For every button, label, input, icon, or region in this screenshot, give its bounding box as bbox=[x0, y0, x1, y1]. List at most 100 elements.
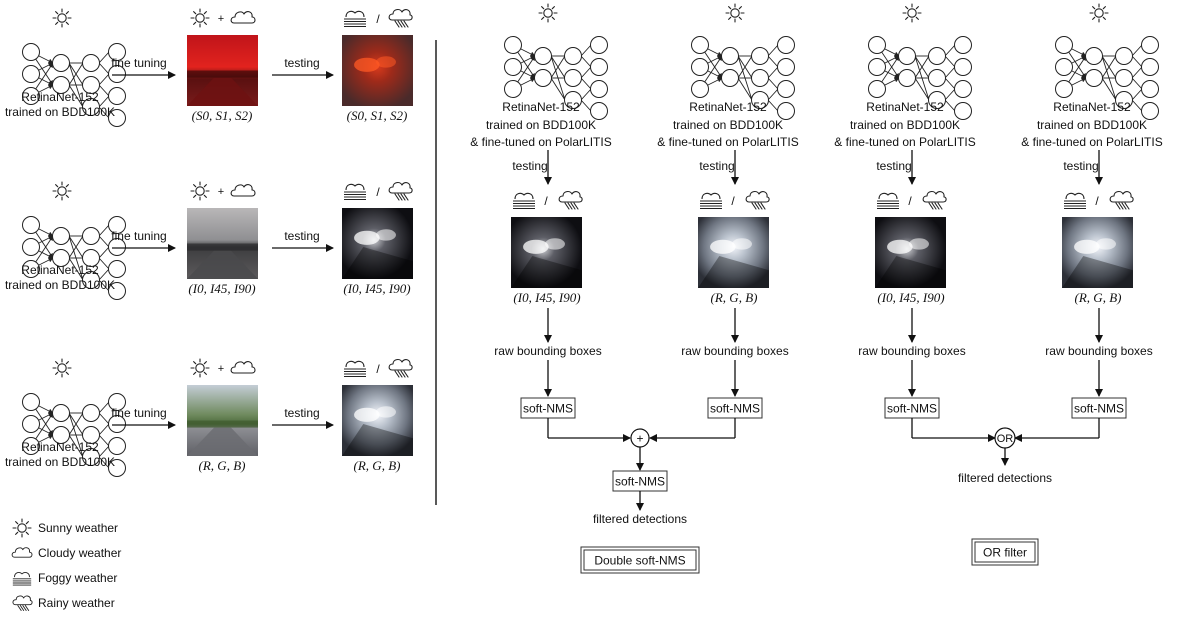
model-label: RetinaNet-152 bbox=[689, 100, 767, 114]
foggy-icon bbox=[1063, 192, 1087, 210]
foggy-icon bbox=[876, 192, 900, 210]
legend-label-foggy: Foggy weather bbox=[38, 571, 117, 585]
model-finetune-label: & fine-tuned on PolarLITIS bbox=[834, 135, 975, 149]
slash-sign: / bbox=[908, 194, 912, 208]
test-image bbox=[875, 217, 946, 288]
model-label: RetinaNet-152 bbox=[21, 90, 99, 104]
training-modality-caption: (I0, I45, I90) bbox=[188, 281, 255, 296]
sunny-icon bbox=[190, 358, 210, 378]
sunny-icon bbox=[190, 181, 210, 201]
testing-label: testing bbox=[512, 159, 547, 173]
legend-label-sunny: Sunny weather bbox=[38, 521, 118, 535]
test-image bbox=[342, 385, 413, 456]
rainy-icon bbox=[558, 190, 583, 210]
model-label: RetinaNet-152 bbox=[1053, 100, 1131, 114]
test-image bbox=[342, 208, 413, 279]
fine-tuning-label: fine tuning bbox=[111, 229, 166, 243]
or-symbol: OR bbox=[997, 433, 1014, 445]
test-image bbox=[511, 217, 582, 288]
final-soft-nms-box: soft-NMS bbox=[615, 475, 665, 489]
legend-label-cloudy: Cloudy weather bbox=[38, 546, 121, 560]
soft-nms-box: soft-NMS bbox=[887, 402, 937, 416]
model-training-label: trained on BDD100K bbox=[673, 118, 783, 132]
model-sub-label: trained on BDD100K bbox=[5, 455, 115, 469]
model-weather-sunny-icon bbox=[538, 3, 558, 23]
cloudy-legend-icon bbox=[11, 547, 33, 558]
legend-label-rainy: Rainy weather bbox=[38, 596, 115, 610]
plus-sign: + bbox=[218, 186, 224, 198]
testing-label: testing bbox=[284, 229, 319, 243]
model-finetune-label: & fine-tuned on PolarLITIS bbox=[657, 135, 798, 149]
rainy-icon bbox=[388, 8, 413, 28]
double-soft-nms-title: Double soft-NMS bbox=[594, 554, 685, 568]
test-image bbox=[1062, 217, 1133, 288]
slash-sign: / bbox=[731, 194, 735, 208]
foggy-icon bbox=[699, 192, 723, 210]
test-modality-caption: (R, G, B) bbox=[711, 290, 758, 305]
testing-label: testing bbox=[284, 406, 319, 420]
filtered-detections-label: filtered detections bbox=[593, 512, 687, 526]
model-training-label: trained on BDD100K bbox=[486, 118, 596, 132]
training-image bbox=[187, 385, 258, 456]
sunny-legend-icon bbox=[12, 518, 32, 538]
test-modality-caption: (I0, I45, I90) bbox=[343, 281, 410, 296]
test-modality-caption: (S0, S1, S2) bbox=[347, 108, 408, 123]
model-weather-sunny-icon bbox=[52, 358, 72, 378]
rainy-icon bbox=[388, 181, 413, 201]
sunny-icon bbox=[190, 8, 210, 28]
test-image bbox=[342, 35, 413, 106]
training-modality-caption: (R, G, B) bbox=[199, 458, 246, 473]
model-weather-sunny-icon bbox=[1089, 3, 1109, 23]
cloudy-icon bbox=[230, 360, 256, 374]
model-weather-sunny-icon bbox=[52, 181, 72, 201]
foggy-icon bbox=[343, 10, 367, 28]
model-sub-label: trained on BDD100K bbox=[5, 278, 115, 292]
raw-bounding-boxes-label: raw bounding boxes bbox=[494, 344, 601, 358]
raw-bounding-boxes-label: raw bounding boxes bbox=[858, 344, 965, 358]
training-modality-caption: (S0, S1, S2) bbox=[192, 108, 253, 123]
test-modality-caption: (R, G, B) bbox=[1075, 290, 1122, 305]
raw-bounding-boxes-label: raw bounding boxes bbox=[1045, 344, 1152, 358]
cloudy-icon bbox=[230, 10, 256, 24]
slash-sign: / bbox=[544, 194, 548, 208]
combine-symbol: + bbox=[636, 432, 643, 446]
rainy-legend-icon bbox=[12, 595, 33, 612]
or-filtered-detections-label: filtered detections bbox=[958, 471, 1052, 485]
double-soft-nms-title-outer-frame bbox=[580, 546, 700, 574]
model-sub-label: trained on BDD100K bbox=[5, 105, 115, 119]
model-weather-sunny-icon bbox=[52, 8, 72, 28]
model-training-label: trained on BDD100K bbox=[850, 118, 960, 132]
slash-sign: / bbox=[376, 185, 380, 199]
raw-bounding-boxes-label: raw bounding boxes bbox=[681, 344, 788, 358]
model-training-label: trained on BDD100K bbox=[1037, 118, 1147, 132]
double-soft-nms-title-frame bbox=[583, 549, 697, 571]
slash-sign: / bbox=[376, 362, 380, 376]
test-image bbox=[698, 217, 769, 288]
foggy-icon bbox=[343, 183, 367, 201]
or-filter-title-frame bbox=[974, 541, 1036, 563]
model-label: RetinaNet-152 bbox=[21, 263, 99, 277]
foggy-icon bbox=[343, 360, 367, 378]
slash-sign: / bbox=[1095, 194, 1099, 208]
soft-nms-box: soft-NMS bbox=[710, 402, 760, 416]
testing-label: testing bbox=[876, 159, 911, 173]
test-modality-caption: (I0, I45, I90) bbox=[877, 290, 944, 305]
fine-tuning-label: fine tuning bbox=[111, 56, 166, 70]
plus-sign: + bbox=[218, 363, 224, 375]
model-label: RetinaNet-152 bbox=[21, 440, 99, 454]
soft-nms-box: soft-NMS bbox=[523, 402, 573, 416]
rainy-icon bbox=[388, 358, 413, 378]
test-modality-caption: (R, G, B) bbox=[354, 458, 401, 473]
slash-sign: / bbox=[376, 12, 380, 26]
test-modality-caption: (I0, I45, I90) bbox=[513, 290, 580, 305]
model-weather-sunny-icon bbox=[725, 3, 745, 23]
foggy-icon bbox=[512, 192, 536, 210]
model-label: RetinaNet-152 bbox=[502, 100, 580, 114]
model-finetune-label: & fine-tuned on PolarLITIS bbox=[1021, 135, 1162, 149]
model-label: RetinaNet-152 bbox=[866, 100, 944, 114]
rainy-icon bbox=[1109, 190, 1134, 210]
testing-label: testing bbox=[699, 159, 734, 173]
testing-label: testing bbox=[1063, 159, 1098, 173]
or-filter-title: OR filter bbox=[983, 546, 1027, 560]
foggy-legend-icon bbox=[12, 571, 32, 586]
